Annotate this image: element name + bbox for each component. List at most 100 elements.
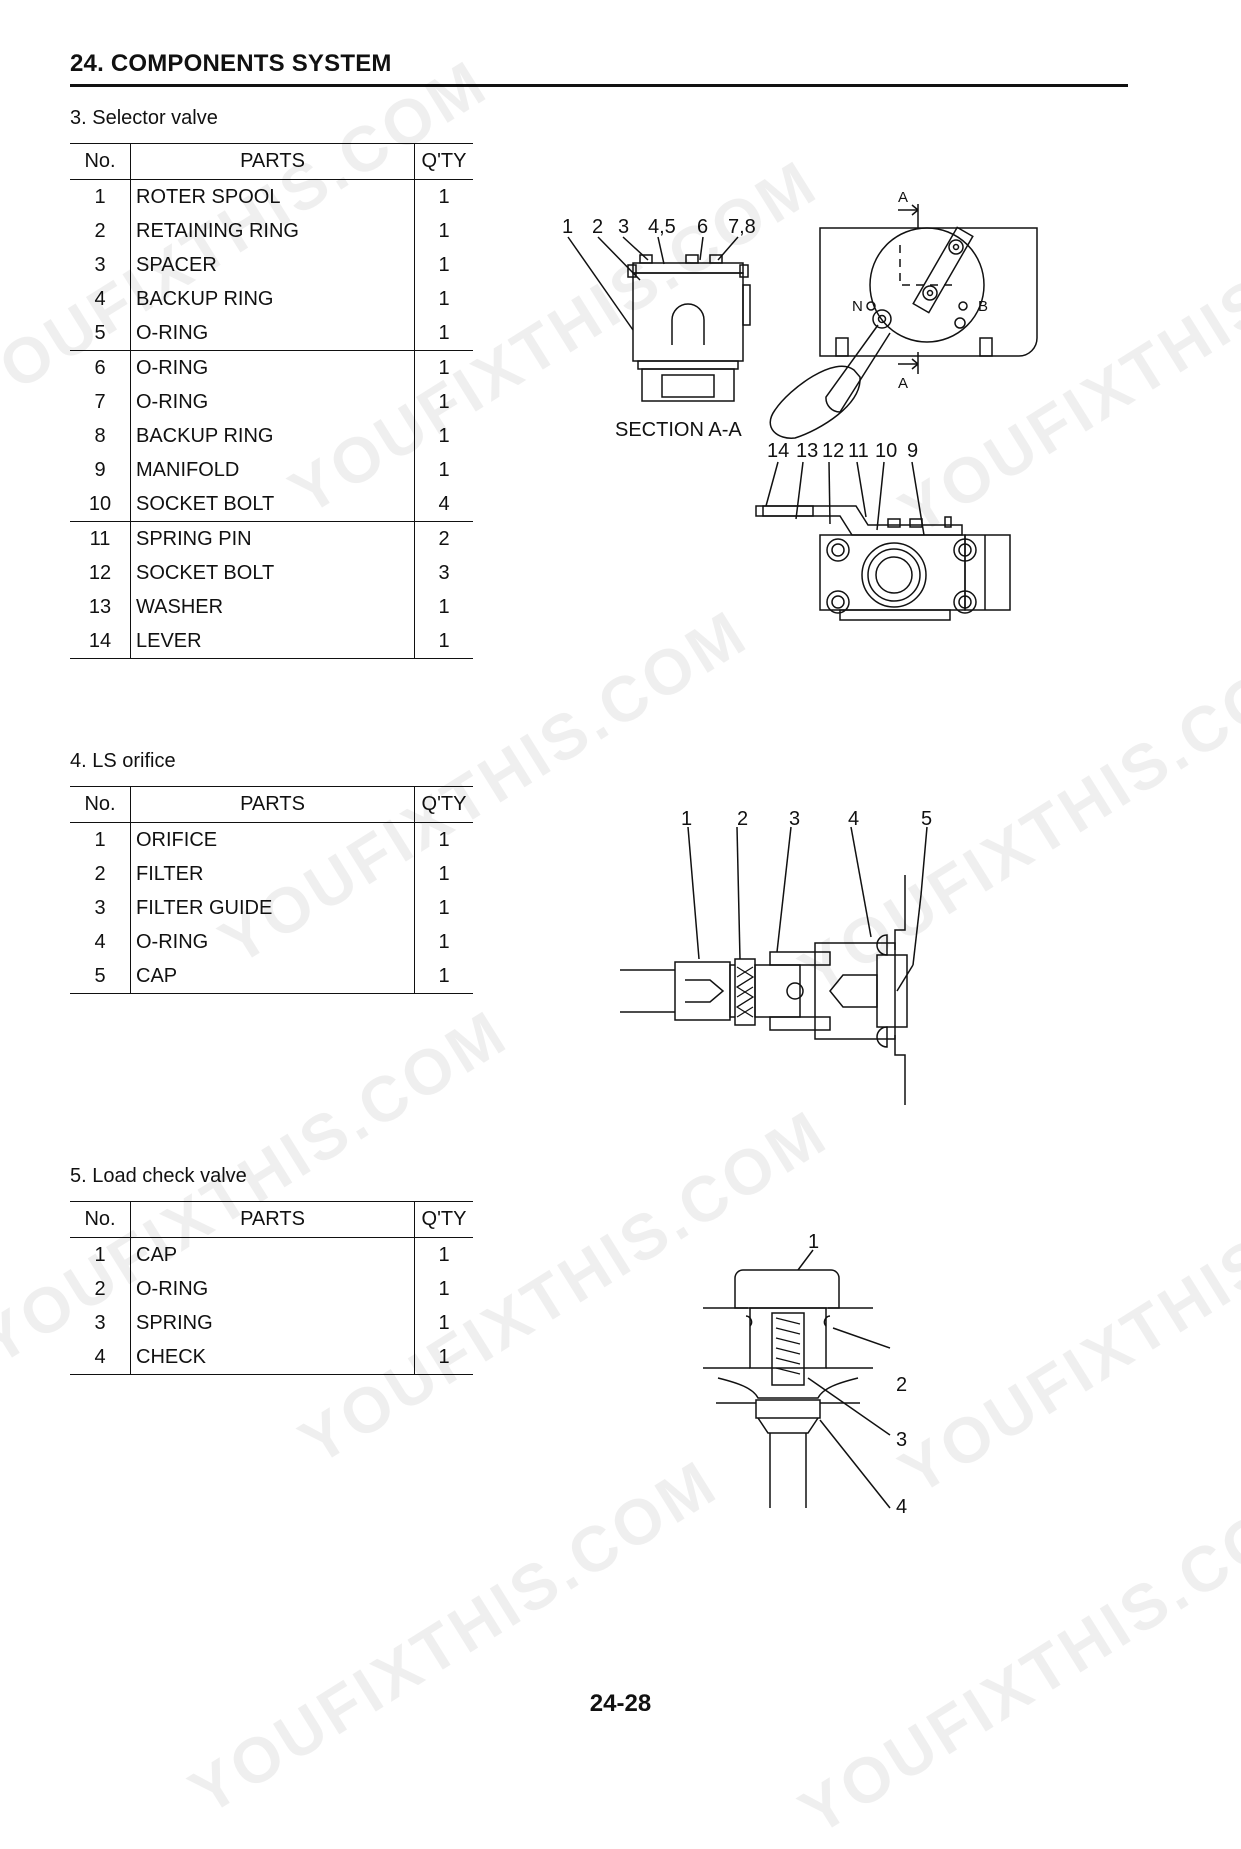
watermark: YOUFIXTHIS.COM (177, 1445, 731, 1829)
header-no: No. (70, 786, 131, 823)
row-part: O-RING (130, 385, 415, 419)
row-no: 8 (94, 424, 106, 447)
row-qty: 1 (438, 287, 450, 310)
page-number: 24-28 (589, 1690, 652, 1717)
table-row: 2 RETAINING RING 1 (70, 214, 473, 248)
row-qty: 1 (414, 350, 473, 385)
header-qty: Q'TY (414, 786, 473, 823)
row-part: FILTER (130, 857, 415, 891)
row-qty: 1 (438, 896, 450, 919)
row-no: 4 (94, 287, 106, 310)
callout-1: 1 (808, 1231, 819, 1253)
section-mark-bottom: A (898, 375, 908, 392)
header-parts: PARTS (130, 786, 415, 823)
row-qty: 1 (438, 862, 450, 885)
row-no: 6 (70, 350, 131, 385)
row-no: 4 (94, 930, 106, 953)
row-no: 7 (94, 390, 106, 413)
row-part: O-RING (130, 925, 415, 959)
row-qty: 1 (438, 253, 450, 276)
row-part: CAP (130, 959, 415, 994)
row-qty: 1 (414, 624, 473, 659)
callout-4: 4 (896, 1496, 907, 1518)
row-part: SPRING PIN (130, 521, 415, 556)
row-part: CAP (130, 1237, 415, 1272)
row-qty: 1 (438, 1277, 450, 1300)
row-qty: 1 (438, 828, 450, 851)
section-mark-top: A (898, 189, 908, 206)
row-part: CHECK (130, 1340, 415, 1375)
position-n-label: N (852, 298, 863, 315)
row-part: FILTER GUIDE (130, 891, 415, 925)
table-row: 7 O-RING 1 (70, 385, 473, 419)
row-qty: 1 (438, 930, 450, 953)
row-qty: 1 (438, 390, 450, 413)
row-no: 3 (94, 1311, 106, 1334)
header-qty: Q'TY (414, 143, 473, 180)
row-no: 10 (88, 492, 112, 515)
row-part: SOCKET BOLT (130, 487, 415, 522)
selector-valve-drawing: 1 2 3 4,5 6 7,8 SECTION A-A 14 13 12 11 … (562, 189, 1038, 621)
callout-3: 3 (789, 808, 800, 830)
row-part: SPRING (130, 1306, 415, 1340)
row-qty: 1 (438, 185, 450, 208)
header-no: No. (70, 143, 131, 180)
header-no: No. (70, 1201, 131, 1238)
row-part: SPACER (130, 248, 415, 282)
row-no: 12 (88, 561, 112, 584)
row-part: O-RING (130, 350, 415, 385)
table-row: 12 SOCKET BOLT 3 (70, 556, 473, 590)
row-qty: 1 (438, 458, 450, 481)
row-no: 3 (94, 896, 106, 919)
row-no: 1 (94, 828, 106, 851)
callout-7-8: 7,8 (728, 216, 756, 238)
row-part: ORIFICE (130, 822, 415, 857)
row-no: 13 (88, 595, 112, 618)
callout-2: 2 (737, 808, 748, 830)
row-part: SOCKET BOLT (130, 556, 415, 590)
callout-6: 6 (697, 216, 708, 238)
row-no: 2 (94, 219, 106, 242)
load-check-valve-drawing: 1 2 3 4 (703, 1231, 907, 1518)
callout-13: 13 (796, 440, 818, 462)
section-label: SECTION A-A (615, 419, 742, 441)
section-header: 24. COMPONENTS SYSTEM (70, 50, 1128, 87)
row-qty: 1 (438, 219, 450, 242)
row-qty: 1 (414, 959, 473, 994)
row-part: RETAINING RING (130, 214, 415, 248)
callout-9: 9 (907, 440, 918, 462)
row-qty: 3 (438, 561, 450, 584)
ls-orifice-title: 4. LS orifice (70, 750, 176, 772)
row-part: MANIFOLD (130, 453, 415, 487)
ls-orifice-drawing: 1 2 3 4 5 (620, 808, 932, 1105)
callout-3: 3 (618, 216, 629, 238)
callout-2: 2 (896, 1374, 907, 1396)
callout-2: 2 (592, 216, 603, 238)
callout-5: 5 (921, 808, 932, 830)
callout-3: 3 (896, 1429, 907, 1451)
header-parts: PARTS (130, 143, 415, 180)
row-no: 2 (94, 1277, 106, 1300)
callout-10: 10 (875, 440, 897, 462)
row-qty: 1 (438, 1243, 450, 1266)
callout-4-5: 4,5 (648, 216, 676, 238)
callout-1: 1 (562, 216, 573, 238)
callout-11: 11 (848, 440, 869, 462)
position-b-label: B (978, 298, 988, 315)
row-part: O-RING (130, 316, 415, 351)
